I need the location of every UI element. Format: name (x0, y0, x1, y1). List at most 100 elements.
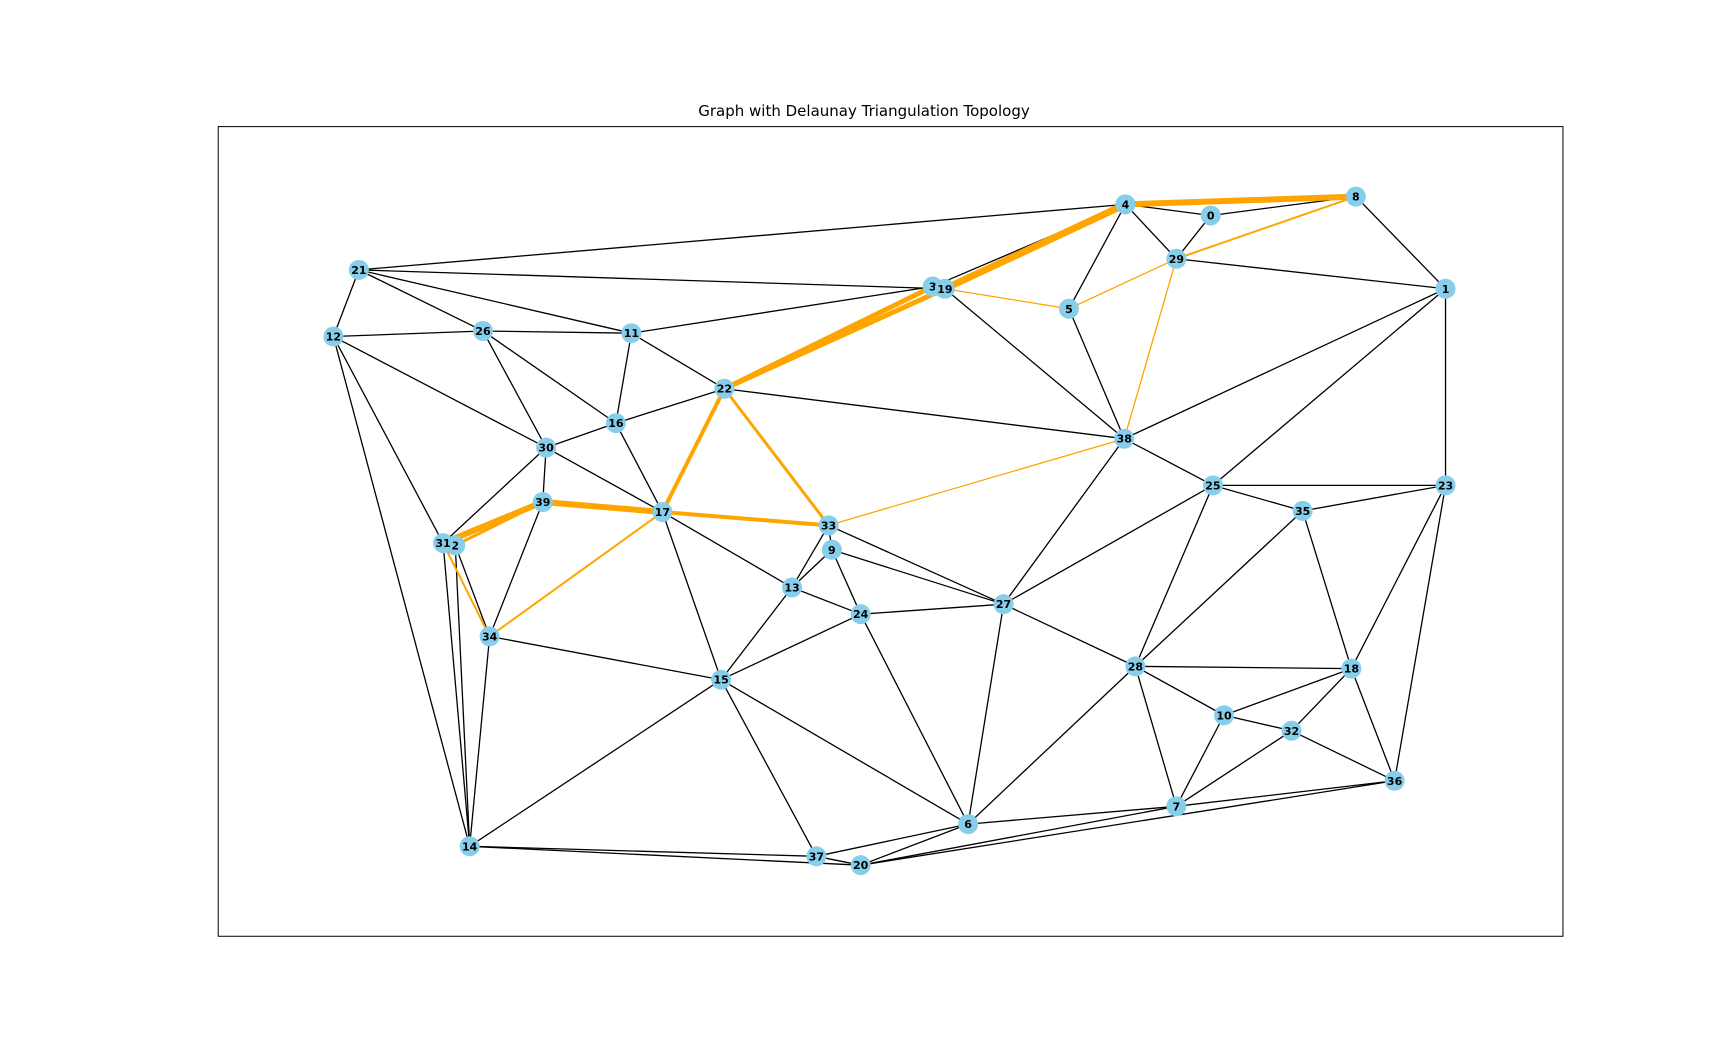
edge-2-34 (454, 545, 491, 637)
node-17: 17 (652, 502, 673, 523)
edge-36-20 (860, 780, 1395, 866)
node-11: 11 (621, 323, 642, 344)
edge-31-14 (442, 543, 471, 847)
highlighted-edge-2-39 (453, 500, 545, 547)
edge-32-36 (1291, 730, 1395, 782)
edge-21-26 (358, 269, 484, 332)
edge-27-28 (1003, 603, 1136, 667)
node-circle (323, 326, 344, 347)
highlighted-edge-39-17 (539, 499, 666, 516)
node-circle (433, 533, 454, 554)
edge-23-18 (1350, 485, 1447, 669)
edge-25-35 (1212, 484, 1303, 512)
edge-21-12 (332, 269, 360, 337)
edge-11-22 (631, 332, 725, 390)
highlighted-edge-22-17 (660, 386, 727, 515)
node-label: 32 (1284, 725, 1299, 738)
node-34: 34 (479, 626, 500, 647)
edge-16-30 (545, 422, 617, 449)
edge-12-31 (332, 336, 444, 544)
edge-5-38 (1068, 308, 1125, 439)
node-circle (711, 669, 732, 690)
node-circle (472, 320, 493, 341)
node-0: 0 (1200, 205, 1221, 226)
node-circle (714, 378, 735, 399)
edge-34-15 (489, 635, 722, 681)
edge-1-25 (1212, 288, 1446, 486)
node-circle (1281, 720, 1302, 741)
edge-38-25 (1124, 438, 1214, 486)
node-circle (1166, 796, 1187, 817)
node-1: 1 (1435, 278, 1456, 299)
highlighted-edge-33-38 (827, 438, 1125, 526)
highlighted-edge-4-19 (941, 200, 1129, 293)
node-label: 8 (1352, 191, 1360, 204)
node-label: 12 (326, 331, 341, 344)
edge-28-6 (967, 665, 1136, 825)
node-label: 38 (1117, 433, 1132, 446)
edge-12-26 (333, 330, 483, 338)
node-label: 5 (1065, 303, 1073, 316)
edge-17-15 (661, 511, 722, 680)
edge-4-29 (1124, 203, 1177, 260)
highlighted-edge-38-29 (1123, 258, 1178, 440)
edge-24-27 (860, 603, 1004, 615)
node-label: 17 (655, 506, 670, 519)
node-6: 6 (958, 814, 979, 835)
node-circle (1435, 475, 1456, 496)
node-36: 36 (1384, 770, 1405, 791)
node-label: 7 (1173, 800, 1181, 813)
highlighted-edge-31-34 (442, 542, 491, 638)
node-label: 37 (809, 850, 824, 863)
node-label: 10 (1216, 709, 1232, 722)
edge-29-1 (1176, 258, 1446, 290)
edge-2-14 (454, 545, 471, 847)
node-label: 2 (451, 539, 459, 552)
edge-26-16 (482, 330, 617, 424)
edge-38-27 (1003, 438, 1125, 605)
node-circle (850, 604, 871, 625)
edge-15-6 (720, 679, 969, 825)
edge-16-17 (615, 422, 663, 513)
edge-10-7 (1175, 714, 1225, 807)
node-26: 26 (472, 320, 493, 341)
edge-25-27 (1003, 484, 1214, 605)
edge-22-38 (724, 388, 1125, 440)
node-13: 13 (782, 577, 802, 598)
edge-15-14 (469, 679, 722, 847)
node-22: 22 (714, 378, 735, 399)
node-circle (934, 278, 955, 299)
node-circle (1202, 475, 1223, 496)
chart-title: Graph with Delaunay Triangulation Topolo… (698, 102, 1030, 121)
edge-35-18 (1302, 510, 1353, 669)
node-label: 0 (1207, 209, 1215, 222)
node-circle (818, 515, 839, 536)
node-label: 11 (624, 327, 639, 340)
node-label: 29 (1169, 253, 1184, 266)
node-label: 6 (964, 818, 972, 831)
node-circle (1341, 658, 1362, 679)
node-7: 7 (1166, 796, 1187, 817)
node-16: 16 (605, 413, 626, 434)
node-circle (348, 259, 369, 280)
node-9: 9 (821, 539, 842, 560)
edges-layer (332, 195, 1447, 866)
node-label: 36 (1387, 775, 1403, 788)
edge-1-38 (1124, 288, 1446, 440)
edge-14-20 (469, 845, 861, 866)
node-label: 24 (853, 608, 869, 621)
edge-6-20 (860, 823, 969, 866)
edge-22-16 (615, 388, 725, 424)
node-label: 18 (1344, 663, 1359, 676)
node-5: 5 (1058, 298, 1079, 319)
edge-32-7 (1176, 730, 1292, 807)
node-21: 21 (348, 259, 369, 280)
highlighted-edge-4-8 (1122, 193, 1359, 208)
node-label: 21 (351, 264, 366, 277)
edge-18-10 (1223, 667, 1352, 716)
node-4: 4 (1115, 194, 1136, 215)
node-circle (459, 836, 480, 857)
edge-28-7 (1134, 666, 1177, 807)
node-circle (958, 814, 979, 835)
highlighted-path-layer (440, 193, 1359, 638)
